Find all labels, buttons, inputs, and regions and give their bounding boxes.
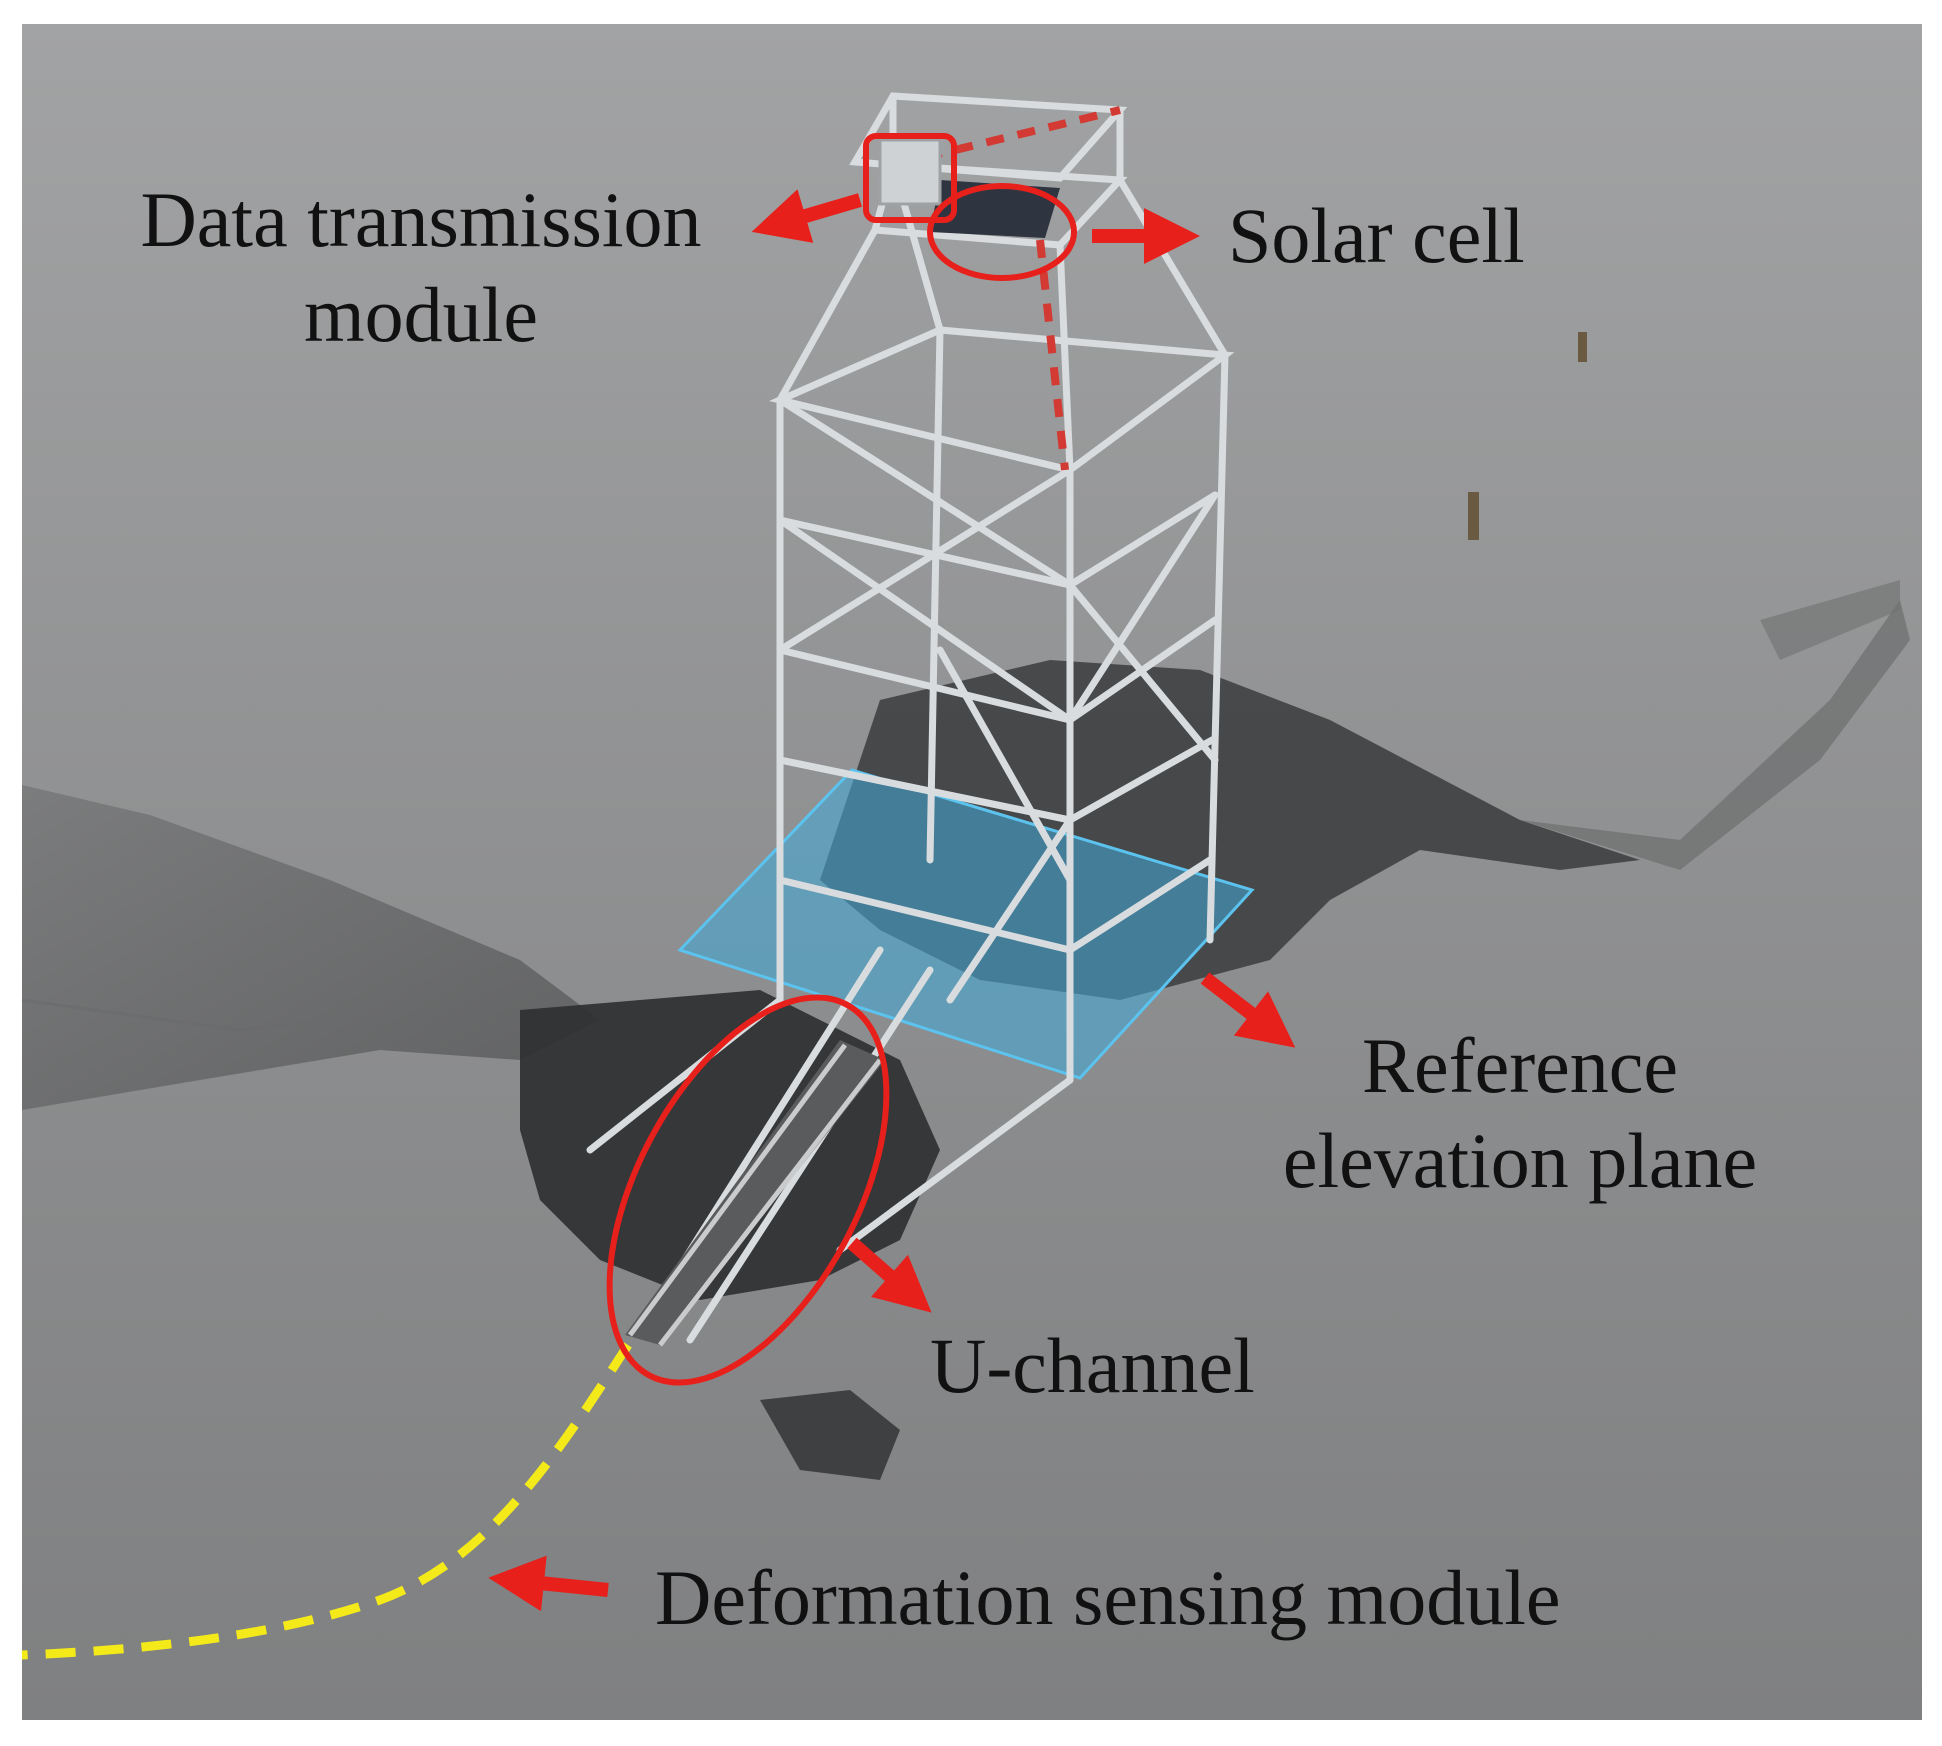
arrow-reference-plane xyxy=(1200,972,1296,1048)
data-transmission-highlight xyxy=(863,133,957,223)
label-deformation: Deformation sensing module xyxy=(655,1554,1561,1641)
solar-cell-highlight xyxy=(927,183,1077,281)
u-channel xyxy=(625,1040,885,1347)
label-reference-plane: Reference elevation plane xyxy=(1255,1018,1785,1208)
arrow-data-transmission xyxy=(751,189,862,243)
label-data-transmission: Data transmission module xyxy=(116,172,726,362)
label-data-transmission-line2: module xyxy=(304,271,538,359)
sensing-cable xyxy=(21,1342,632,1660)
label-u-channel: U-channel xyxy=(930,1322,1255,1409)
arrow-deformation xyxy=(488,1555,609,1612)
embankment xyxy=(22,785,600,1110)
arrow-u-channel xyxy=(847,1237,932,1313)
u-channel-highlight xyxy=(606,994,890,1386)
label-reference-line2: elevation plane xyxy=(1282,1117,1758,1205)
label-data-transmission-line1: Data transmission xyxy=(140,176,702,263)
label-solar-cell: Solar cell xyxy=(1228,192,1525,279)
label-reference-line1: Reference xyxy=(1361,1022,1679,1109)
